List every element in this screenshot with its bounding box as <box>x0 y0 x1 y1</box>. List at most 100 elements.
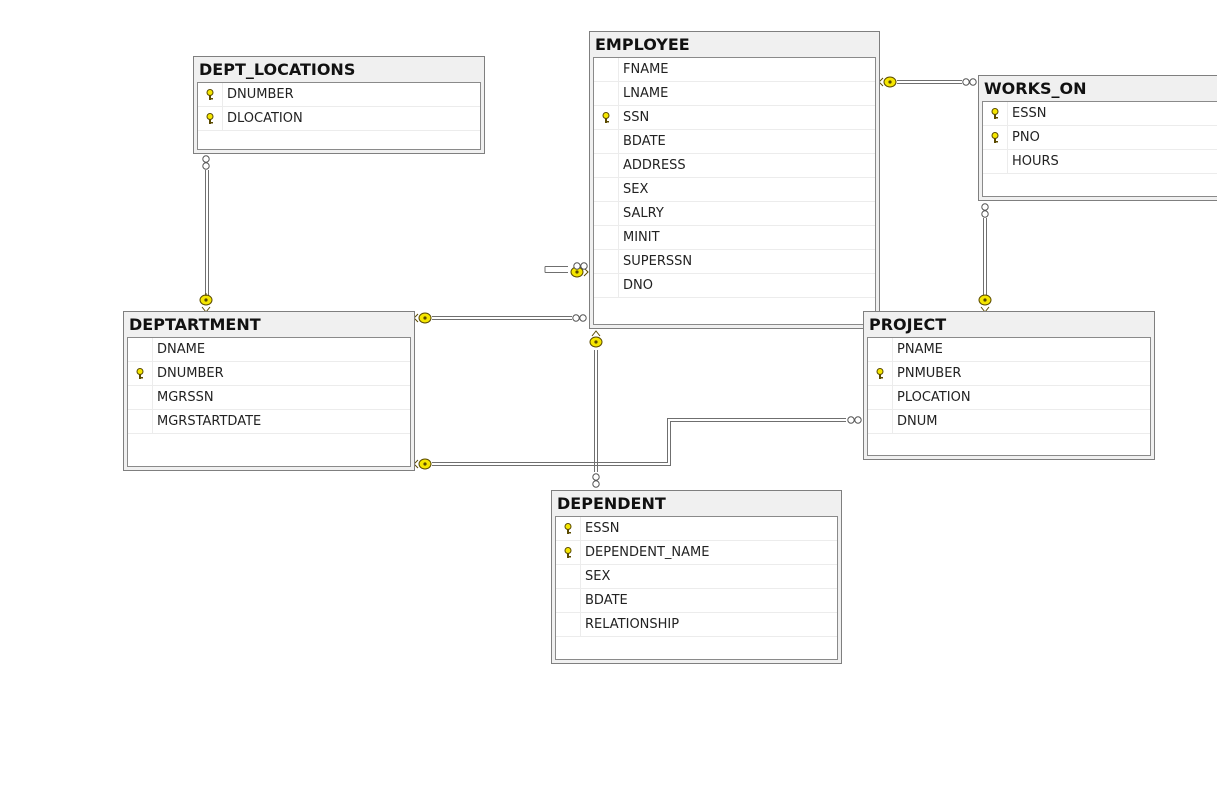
key-cell <box>594 250 619 273</box>
table-row[interactable]: DLOCATION <box>198 107 480 131</box>
table-dept-locations[interactable]: DEPT_LOCATIONS DNUMBER DLOCATION <box>193 56 485 154</box>
table-row[interactable]: SEX <box>594 178 875 202</box>
key-cell <box>556 589 581 612</box>
table-department[interactable]: DEPTARTMENT DNAME DNUMBER MGRSSN MGRSTAR… <box>123 311 415 471</box>
key-cell <box>556 517 581 540</box>
table-employee[interactable]: EMPLOYEE FNAME LNAME SSN BDATE ADDRESS S… <box>589 31 880 329</box>
table-title: EMPLOYEE <box>595 35 690 54</box>
key-cell <box>594 226 619 249</box>
table-row[interactable]: DEPENDENT_NAME <box>556 541 837 565</box>
table-row[interactable]: PNAME <box>868 338 1150 362</box>
column-name: ESSN <box>1012 106 1047 121</box>
key-cell <box>594 58 619 81</box>
primary-key-icon <box>206 88 214 100</box>
table-row[interactable]: BDATE <box>594 130 875 154</box>
column-name: DNO <box>623 278 653 293</box>
key-cell <box>868 410 893 433</box>
column-list: ESSN DEPENDENT_NAME SEX BDATE RELATIONSH… <box>555 516 838 660</box>
column-name: SUPERSSN <box>623 254 693 269</box>
column-name: DEPENDENT_NAME <box>585 545 710 560</box>
table-title: PROJECT <box>869 315 947 334</box>
primary-key-icon <box>991 107 999 119</box>
column-name: PNO <box>1012 130 1040 145</box>
key-cell <box>556 541 581 564</box>
key-cell <box>198 107 223 130</box>
key-cell <box>868 386 893 409</box>
column-name: PNAME <box>897 342 943 357</box>
table-row[interactable]: PNO <box>983 126 1217 150</box>
column-name: SSN <box>623 110 650 125</box>
table-row[interactable]: MGRSSN <box>128 386 410 410</box>
key-cell <box>128 338 153 361</box>
column-list: DNUMBER DLOCATION <box>197 82 481 150</box>
table-row[interactable]: ESSN <box>556 517 837 541</box>
column-name: HOURS <box>1012 154 1059 169</box>
table-row[interactable]: DNUMBER <box>198 83 480 107</box>
key-cell <box>983 126 1008 149</box>
column-list: DNAME DNUMBER MGRSSN MGRSTARTDATE <box>127 337 411 467</box>
primary-key-icon <box>136 367 144 379</box>
key-cell <box>594 178 619 201</box>
table-row[interactable]: MGRSTARTDATE <box>128 410 410 434</box>
table-works-on[interactable]: WORKS_ON ESSN PNO HOURS <box>978 75 1217 201</box>
column-name: SEX <box>585 569 611 584</box>
table-row[interactable]: DNUM <box>868 410 1150 434</box>
key-cell <box>983 102 1008 125</box>
key-cell <box>594 106 619 129</box>
column-list: ESSN PNO HOURS <box>982 101 1217 197</box>
key-cell <box>128 410 153 433</box>
table-row[interactable]: MINIT <box>594 226 875 250</box>
primary-key-icon <box>876 367 884 379</box>
table-row[interactable]: SEX <box>556 565 837 589</box>
column-list: PNAME PNMUBER PLOCATION DNUM <box>867 337 1151 456</box>
table-row[interactable]: SALRY <box>594 202 875 226</box>
table-title: DEPENDENT <box>557 494 666 513</box>
key-cell <box>594 274 619 297</box>
table-row[interactable]: PNMUBER <box>868 362 1150 386</box>
column-name: DNUMBER <box>157 366 224 381</box>
key-cell <box>556 613 581 636</box>
table-project[interactable]: PROJECT PNAME PNMUBER PLOCATION DNUM <box>863 311 1155 460</box>
column-name: BDATE <box>623 134 666 149</box>
column-name: LNAME <box>623 86 669 101</box>
key-cell <box>128 362 153 385</box>
table-row[interactable]: LNAME <box>594 82 875 106</box>
column-name: MGRSTARTDATE <box>157 414 262 429</box>
table-row[interactable]: HOURS <box>983 150 1217 174</box>
table-row[interactable]: DNUMBER <box>128 362 410 386</box>
table-title: DEPT_LOCATIONS <box>199 60 356 79</box>
table-row[interactable]: BDATE <box>556 589 837 613</box>
primary-key-icon <box>206 112 214 124</box>
key-cell <box>983 150 1008 173</box>
column-name: DLOCATION <box>227 111 303 126</box>
table-row[interactable]: SUPERSSN <box>594 250 875 274</box>
column-name: SEX <box>623 182 649 197</box>
key-cell <box>594 202 619 225</box>
column-name: SALRY <box>623 206 664 221</box>
column-name: PNMUBER <box>897 366 962 381</box>
column-name: FNAME <box>623 62 669 77</box>
many-end-markers <box>202 78 989 488</box>
table-row[interactable]: FNAME <box>594 58 875 82</box>
column-name: MINIT <box>623 230 660 245</box>
table-row[interactable]: RELATIONSHIP <box>556 613 837 637</box>
table-row[interactable]: SSN <box>594 106 875 130</box>
column-name: DNUMBER <box>227 87 294 102</box>
table-row[interactable]: DNAME <box>128 338 410 362</box>
key-cell <box>594 130 619 153</box>
table-row[interactable]: PLOCATION <box>868 386 1150 410</box>
key-cell <box>868 362 893 385</box>
key-cell <box>594 82 619 105</box>
table-dependent[interactable]: DEPENDENT ESSN DEPENDENT_NAME SEX BDATE … <box>551 490 842 664</box>
key-cell <box>198 83 223 106</box>
table-row[interactable]: ESSN <box>983 102 1217 126</box>
column-name: PLOCATION <box>897 390 971 405</box>
primary-key-icon <box>991 131 999 143</box>
column-name: ADDRESS <box>623 158 686 173</box>
table-title: WORKS_ON <box>984 79 1087 98</box>
table-row[interactable]: DNO <box>594 274 875 298</box>
column-name: BDATE <box>585 593 628 608</box>
table-row[interactable]: ADDRESS <box>594 154 875 178</box>
key-cell <box>556 565 581 588</box>
primary-key-icon <box>602 111 610 123</box>
